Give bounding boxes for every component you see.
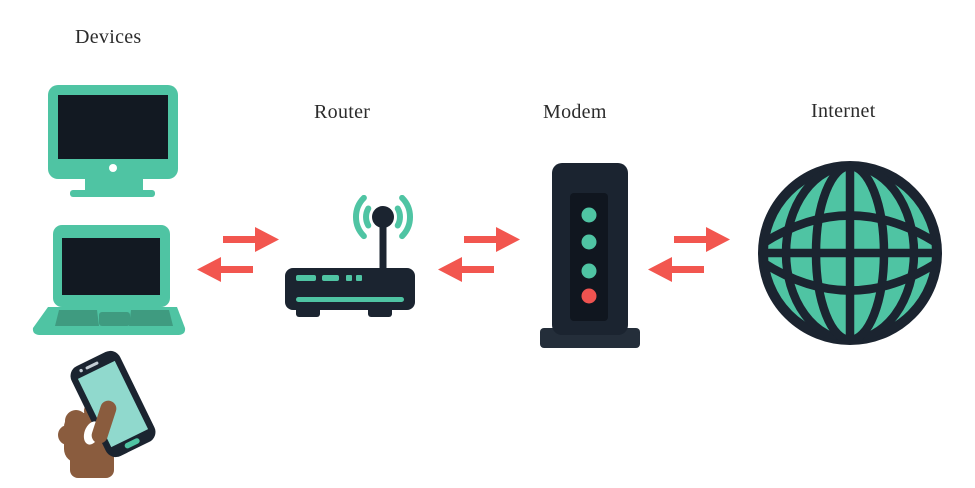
antenna-ball <box>372 206 394 228</box>
arrow-right <box>674 227 730 252</box>
devices-label: Devices <box>75 26 142 48</box>
wireless-router-icon <box>285 195 415 317</box>
bidirectional-arrows-icon <box>197 227 279 282</box>
monitor-power-dot <box>109 164 117 172</box>
laptop-keyboard-left <box>55 310 99 326</box>
arrow-left <box>197 257 253 282</box>
arrow-left <box>438 257 494 282</box>
modem-panel <box>570 193 608 321</box>
router-label: Router <box>314 101 371 123</box>
laptop-trackpad <box>99 312 130 326</box>
led-green-1 <box>581 207 597 223</box>
wifi-signal-icon <box>352 195 414 240</box>
arrow-left <box>648 257 704 282</box>
arrow-right <box>223 227 279 252</box>
modem-led-lights <box>581 207 597 304</box>
smartphone-in-hand-icon <box>58 350 156 478</box>
bidirectional-arrows-icon <box>648 227 730 282</box>
laptop-icon <box>32 225 186 335</box>
led-red <box>581 288 597 304</box>
antenna-stem <box>379 223 387 273</box>
cable-modem-icon <box>540 163 640 348</box>
led-green-3 <box>581 263 597 279</box>
laptop-keyboard-right <box>129 310 173 326</box>
led-green-2 <box>581 234 597 250</box>
laptop-screen <box>62 238 160 295</box>
globe-gridlines <box>762 165 938 341</box>
phone-home-button <box>124 438 140 449</box>
router-front-marks <box>296 275 404 302</box>
router-body <box>285 268 415 310</box>
monitor-screen <box>58 95 168 159</box>
phone-speaker <box>85 361 99 370</box>
monitor-stand-base <box>70 190 155 197</box>
globe-icon <box>758 161 942 345</box>
phone-camera-dot <box>79 368 83 373</box>
thumb <box>91 400 117 444</box>
bidirectional-arrows-icon <box>438 227 520 282</box>
modem-label: Modem <box>543 101 607 123</box>
arrow-right <box>464 227 520 252</box>
monitor-stand-neck <box>85 177 143 191</box>
desktop-monitor-icon <box>48 85 178 197</box>
internet-label: Internet <box>811 100 876 122</box>
